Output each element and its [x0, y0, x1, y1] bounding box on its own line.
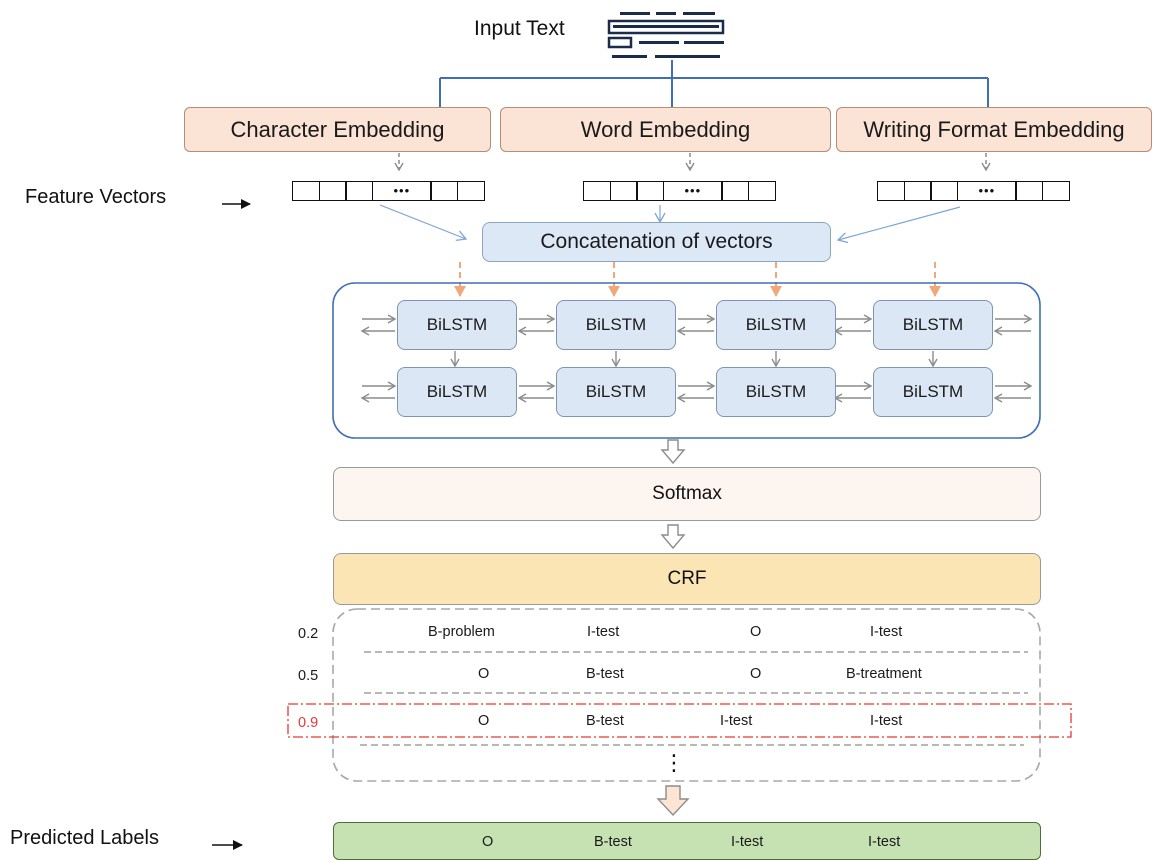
character-feature-vector: •••: [292, 181, 486, 201]
result-down-arrow: [656, 785, 690, 817]
softmax-label: Softmax: [652, 483, 722, 504]
character-embedding-label: Character Embedding: [230, 116, 445, 142]
candidate-label: O: [478, 666, 490, 682]
bilstm-recurrent-arrows: [360, 314, 1033, 403]
bilstm-cell-label: BiLSTM: [745, 315, 807, 334]
bilstm-cell: BiLSTM: [556, 300, 676, 350]
bilstm-cell: BiLSTM: [556, 367, 676, 417]
bilstm-layer-arrows: [450, 351, 938, 368]
predicted-label-3: I-test: [731, 834, 764, 850]
word-feature-vector: •••: [583, 181, 777, 201]
bilstm-cell-label: BiLSTM: [426, 382, 488, 401]
word-embedding-label: Word Embedding: [580, 116, 751, 142]
bilstm-cell: BiLSTM: [397, 367, 517, 417]
bilstm-cell-label: BiLSTM: [426, 315, 488, 334]
bilstm-cell-label: BiLSTM: [585, 382, 647, 401]
crf-box: CRF: [333, 553, 1041, 605]
predicted-labels-box: O B-test I-test I-test: [333, 822, 1041, 860]
input-text-label: Input Text: [474, 17, 565, 40]
predicted-label-2: B-test: [594, 834, 632, 850]
candidates-container: [332, 608, 1041, 782]
crf-label: CRF: [667, 568, 707, 589]
candidate-label: O: [478, 713, 490, 729]
input-split-bracket: [439, 60, 989, 107]
format-feature-vector: •••: [877, 181, 1071, 201]
writing-format-embedding-box: Writing Format Embedding: [836, 107, 1152, 152]
word-embedding-box: Word Embedding: [500, 107, 831, 152]
selected-candidate-highlight: [287, 703, 1072, 738]
predicted-label-4: I-test: [868, 834, 901, 850]
candidate-label: I-test: [720, 713, 753, 729]
predicted-labels-label: Predicted Labels: [10, 827, 159, 849]
writing-format-embedding-label: Writing Format Embedding: [863, 116, 1125, 142]
selected-candidate-score: 0.9: [298, 715, 319, 731]
concatenation-box: Concatenation of vectors: [482, 222, 831, 262]
vector-ellipsis: •••: [371, 181, 432, 201]
bilstm-cell: BiLSTM: [716, 300, 836, 350]
concatenation-label: Concatenation of vectors: [540, 230, 773, 253]
vector-ellipsis: •••: [956, 181, 1017, 201]
bilstm-cell-label: BiLSTM: [902, 315, 964, 334]
candidate-label: B-test: [586, 666, 624, 682]
bilstm-cell: BiLSTM: [397, 300, 517, 350]
candidate-label: B-problem: [428, 624, 495, 640]
feature-vectors-label: Feature Vectors: [25, 186, 167, 208]
more-candidates-marker: ⋮: [663, 750, 685, 775]
bilstm-cell-label: BiLSTM: [745, 382, 807, 401]
character-embedding-box: Character Embedding: [184, 107, 491, 152]
embedding-to-vector-arrows: [394, 153, 991, 172]
candidate-score: 0.2: [298, 626, 319, 642]
document-icon: [607, 12, 725, 58]
candidate-score: 0.5: [298, 668, 319, 684]
vector-ellipsis: •••: [662, 181, 723, 201]
vector-to-concat-arrows: [379, 204, 961, 244]
bilstm-cell: BiLSTM: [873, 367, 993, 417]
hollow-down-arrows: [660, 439, 686, 550]
softmax-box: Softmax: [333, 467, 1041, 521]
predicted-label-1: O: [482, 834, 494, 850]
candidate-label: O: [750, 624, 762, 640]
candidate-separators: [360, 651, 1028, 746]
bilstm-cell-label: BiLSTM: [585, 315, 647, 334]
candidate-label: I-test: [587, 624, 620, 640]
candidate-label: B-treatment: [846, 666, 922, 682]
candidate-label: I-test: [870, 624, 903, 640]
bilstm-cell: BiLSTM: [873, 300, 993, 350]
bilstm-cell-label: BiLSTM: [902, 382, 964, 401]
bilstm-cell: BiLSTM: [716, 367, 836, 417]
concat-to-bilstm-arrows: [454, 262, 941, 297]
candidate-label: I-test: [870, 713, 903, 729]
candidate-label: B-test: [586, 713, 624, 729]
candidate-label: O: [750, 666, 762, 682]
bilstm-container: [332, 282, 1041, 439]
